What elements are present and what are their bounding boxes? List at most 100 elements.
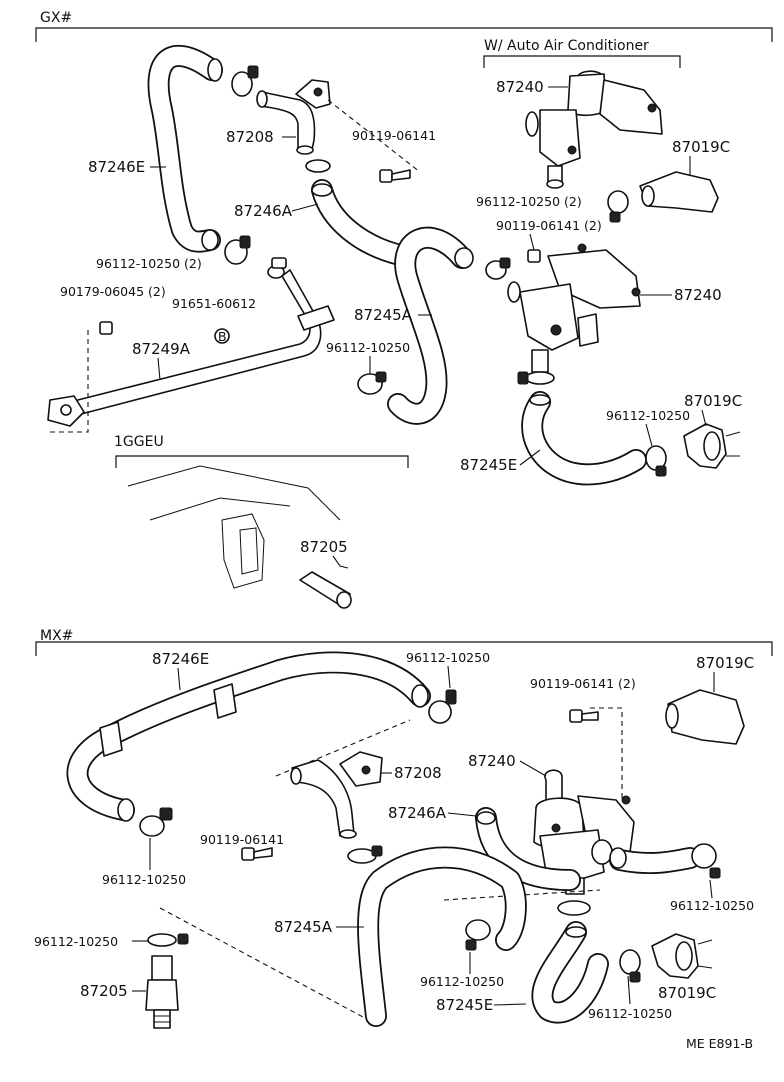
gx-section: GX# W/ Auto Air Conditioner: [35, 10, 773, 609]
gx-label-90119-top: 90119-06141: [352, 128, 436, 143]
gx-label-87249A: 87249A: [132, 340, 191, 358]
engine-bracket: [115, 455, 409, 468]
gx-clamp-right-top: [607, 190, 629, 223]
gx-label-96112-mid: 96112-10250: [326, 340, 410, 355]
svg-text:B: B: [218, 329, 227, 344]
mx-fitting-87205: [145, 955, 179, 1029]
mx-label-96112-bl: 96112-10250: [34, 934, 118, 949]
mx-bolt-90119: [241, 847, 273, 861]
auto-ac-bracket: [483, 55, 681, 68]
gx-label-87205: 87205: [300, 538, 348, 556]
mx-dash-bolt2: [590, 707, 623, 800]
gx-marker-b: B: [214, 328, 230, 344]
gx-header: GX#: [40, 10, 72, 26]
mx-section: MX#: [34, 628, 773, 1051]
gx-label-87208: 87208: [226, 128, 274, 146]
gx-label-87240-mid: 87240: [674, 286, 722, 304]
mx-label-96112-top: 96112-10250: [406, 650, 490, 665]
gx-dash-bolt: [327, 99, 421, 173]
gx-label-90119-right2: 90119-06141 (2): [496, 218, 602, 233]
gx-clamp-right-bottom: [645, 445, 667, 477]
mx-label-87240: 87240: [468, 752, 516, 770]
mx-label-87246E: 87246E: [152, 650, 209, 668]
gx-label-96112-right: 96112-10250: [606, 408, 690, 423]
mx-label-87019C-top: 87019C: [696, 654, 754, 672]
gx-hose-87246E: [147, 44, 223, 253]
mx-header: MX#: [40, 628, 73, 644]
mx-label-87246A: 87246A: [388, 804, 447, 822]
gx-pipe-87208: [256, 79, 331, 155]
gx-label-91651: 91651-60612: [172, 296, 256, 311]
mx-hose-87245E: [531, 921, 609, 1024]
mx-valve-87240: [533, 769, 635, 895]
mx-dash-87245A: [443, 889, 601, 901]
figure-code: ME E891-B: [686, 1036, 753, 1051]
gx-hose-87246A: [311, 179, 411, 266]
mx-hose-short-right: [609, 847, 701, 875]
gx-label-96112-left: 96112-10250 (2): [96, 256, 202, 271]
mx-pipe-87208: [290, 751, 383, 839]
mx-label-96112-left: 96112-10250: [102, 872, 186, 887]
mx-bolt-90119-2: [569, 709, 599, 723]
mx-clamp-87208: [347, 845, 383, 864]
mx-label-87208: 87208: [394, 764, 442, 782]
mx-label-87205: 87205: [80, 982, 128, 1000]
gx-bolt-right-mid: [527, 249, 541, 263]
mx-clamp-bottom-right: [619, 949, 641, 983]
gx-label-87245E: 87245E: [460, 456, 517, 474]
mx-bracket: [35, 641, 773, 656]
mx-label-87245E: 87245E: [436, 996, 493, 1014]
gx-bracket: [35, 27, 773, 42]
gx-clamp-top: [231, 65, 259, 97]
mx-hose-87246A: [475, 807, 581, 891]
gx-grommet-87019C-mid: [683, 423, 741, 469]
gx-clamp-under-valve: [517, 371, 555, 385]
mx-clamp-87205: [147, 933, 189, 947]
mx-clamp-left: [139, 807, 173, 837]
gx-label-87246E: 87246E: [88, 158, 145, 176]
mx-clamp-bottom-center: [465, 919, 491, 951]
mx-clamp-under-valve: [557, 900, 591, 916]
gx-hose-87245E: [521, 391, 647, 486]
gx-valve-87240-mid: [507, 243, 641, 373]
gx-bolt-90119: [379, 169, 411, 183]
engine-header: 1GGEU: [114, 434, 164, 450]
mx-dash-87205: [159, 907, 377, 1025]
mx-clamp-top: [428, 689, 457, 724]
mx-label-96112-right: 96112-10250: [670, 898, 754, 913]
gx-label-87246A: 87246A: [234, 202, 293, 220]
mx-label-96112-bc: 96112-10250: [420, 974, 504, 989]
gx-label-90179: 90179-06045 (2): [60, 284, 166, 299]
gx-hose-87245A: [387, 226, 474, 425]
mx-grommet-87019C-bottom: [651, 933, 713, 979]
gx-fitting-87205: [299, 571, 352, 609]
mx-dash-87208: [275, 719, 411, 777]
gx-label-87240-top: 87240: [496, 78, 544, 96]
gx-dash-nut: [48, 330, 89, 433]
gx-engine-block: [127, 465, 341, 589]
gx-valve-87240-top: [525, 70, 663, 189]
gx-clamp-mid: [357, 371, 387, 395]
mx-label-87245A: 87245A: [274, 918, 333, 936]
gx-clamp-left: [224, 235, 251, 265]
mx-label-87019C-bottom: 87019C: [658, 984, 716, 1002]
mx-grommet-87019C-top: [665, 689, 745, 745]
gx-label-87019C-top: 87019C: [672, 138, 730, 156]
gx-label-87245A: 87245A: [354, 306, 413, 324]
gx-clamp-87208: [305, 159, 331, 173]
gx-label-87019C-mid: 87019C: [684, 392, 742, 410]
mx-clamp-right: [691, 843, 721, 879]
auto-ac-header: W/ Auto Air Conditioner: [484, 38, 649, 54]
gx-bolt-91651: [271, 257, 287, 269]
mx-label-96112-br: 96112-10250: [588, 1006, 672, 1021]
gx-grommet-87019C-top: [639, 171, 719, 213]
gx-label-96112-right2: 96112-10250 (2): [476, 194, 582, 209]
gx-clamp-right-mid: [485, 257, 511, 280]
mx-label-90119: 90119-06141: [200, 832, 284, 847]
mx-hose-87246E: [66, 651, 431, 822]
gx-nut-90179: [99, 321, 113, 335]
gx-leader-87205: [332, 555, 349, 569]
mx-label-90119-2: 90119-06141 (2): [530, 676, 636, 691]
mx-hose-87245A: [357, 846, 527, 1027]
